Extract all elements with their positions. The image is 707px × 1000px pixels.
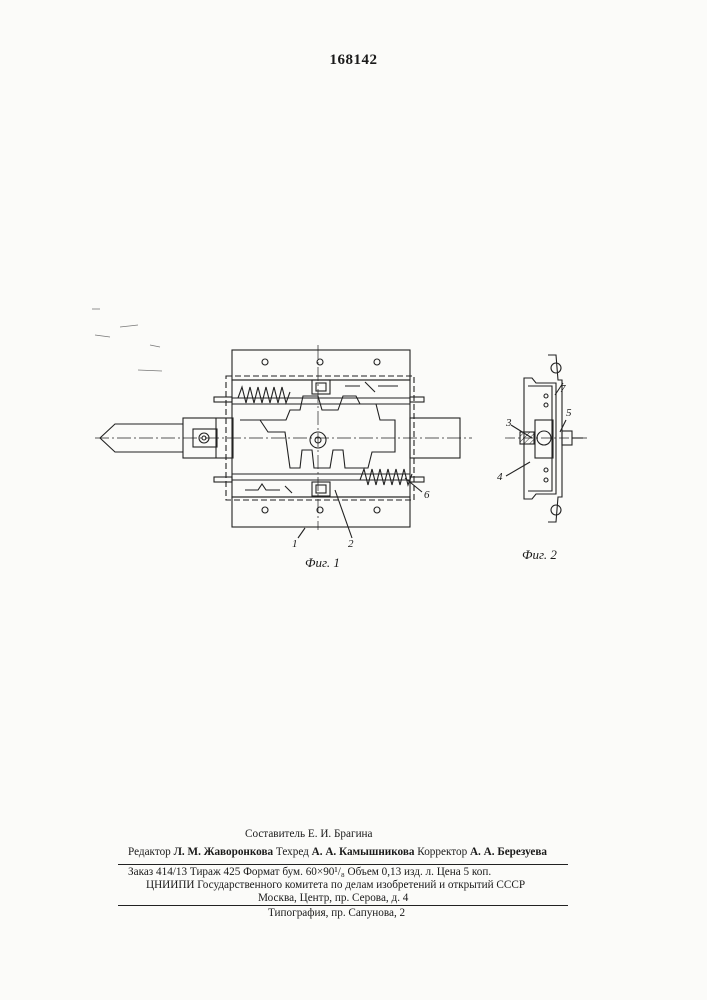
techred-label: Техред [276, 846, 309, 858]
side-backplate [548, 355, 562, 522]
editor-label: Редактор [128, 846, 171, 858]
institute-line: ЦНИИПИ Государственного комитета по дела… [146, 879, 525, 891]
techred-name: А. А. Камышникова [312, 846, 415, 858]
lower-spring [360, 469, 412, 485]
editor-name: Л. М. Жаворонкова [174, 846, 274, 858]
divider-bottom [118, 905, 568, 906]
callout-5: 5 [566, 407, 572, 419]
compiler-line: Составитель Е. И. Брагина [245, 828, 373, 840]
staff-line: Редактор Л. М. Жаворонкова Техред А. А. … [128, 846, 547, 858]
screw-hole [374, 359, 380, 365]
bottom-plate [232, 497, 410, 527]
figure-1-caption: Фиг. 1 [305, 555, 340, 571]
screw-hole [374, 507, 380, 513]
figure-2-drawing [505, 355, 590, 522]
address-line: Москва, Центр, пр. Серова, д. 4 [258, 892, 408, 904]
corrector-name: А. А. Березуева [470, 846, 547, 858]
figure-2-caption: Фиг. 2 [522, 547, 557, 563]
screw-hole [262, 359, 268, 365]
callout-3: 3 [506, 417, 512, 429]
printer-line: Типография, пр. Сапунова, 2 [268, 907, 405, 919]
callout-2: 2 [348, 538, 354, 550]
scan-specks [92, 309, 162, 371]
callout-7: 7 [560, 383, 566, 395]
callout-6: 6 [424, 489, 430, 501]
divider-top [118, 864, 568, 865]
order-line: Заказ 414/13 Тираж 425 Формат бум. 60×90… [128, 866, 491, 878]
upper-spring [238, 387, 290, 403]
corrector-label: Корректор [417, 846, 467, 858]
figure-1-drawing [95, 345, 472, 538]
screw-hole [262, 507, 268, 513]
callout-4: 4 [497, 471, 503, 483]
side-bolt-block [535, 420, 553, 458]
callout-1: 1 [292, 538, 298, 550]
